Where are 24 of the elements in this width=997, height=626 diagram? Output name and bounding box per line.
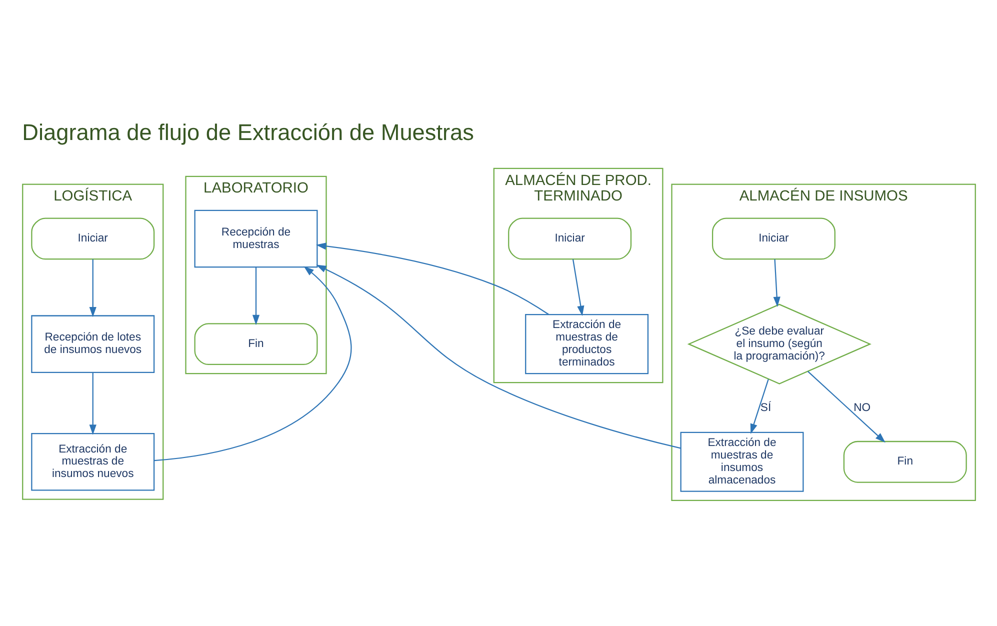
arrow — [807, 370, 885, 442]
edge-label: NO — [853, 401, 870, 414]
node-box: Fin — [194, 322, 318, 365]
node-box: Extracción de muestras de productos terminados — [524, 314, 648, 374]
diagram-title: Diagrama de flujo de Extracción de Muestras — [22, 118, 474, 145]
arrow — [772, 258, 780, 306]
arrow — [572, 258, 584, 316]
arrow — [88, 372, 96, 434]
node-box: Extracción de muestras de insumos nuevos — [30, 432, 154, 490]
node-box: Fin — [842, 440, 966, 482]
arrow — [154, 266, 352, 461]
arrow — [252, 266, 260, 325]
arrow — [315, 242, 549, 314]
node-diamond: ¿Se debe evaluar el insumo (según la programación)? — [686, 303, 871, 384]
node-box: Recepción de muestras — [194, 209, 318, 268]
arrow — [316, 264, 680, 448]
edge-label: SÍ — [760, 401, 771, 414]
node-box: Iniciar — [711, 217, 835, 260]
arrow — [750, 378, 768, 434]
node-box: Iniciar — [30, 217, 154, 260]
node-box: Recepción de lotes de insumos nuevos — [30, 314, 154, 372]
node-box: Extracción de muestras de insumos almacenados — [680, 431, 804, 492]
node-box: Iniciar — [508, 217, 632, 260]
arrow — [88, 258, 96, 317]
